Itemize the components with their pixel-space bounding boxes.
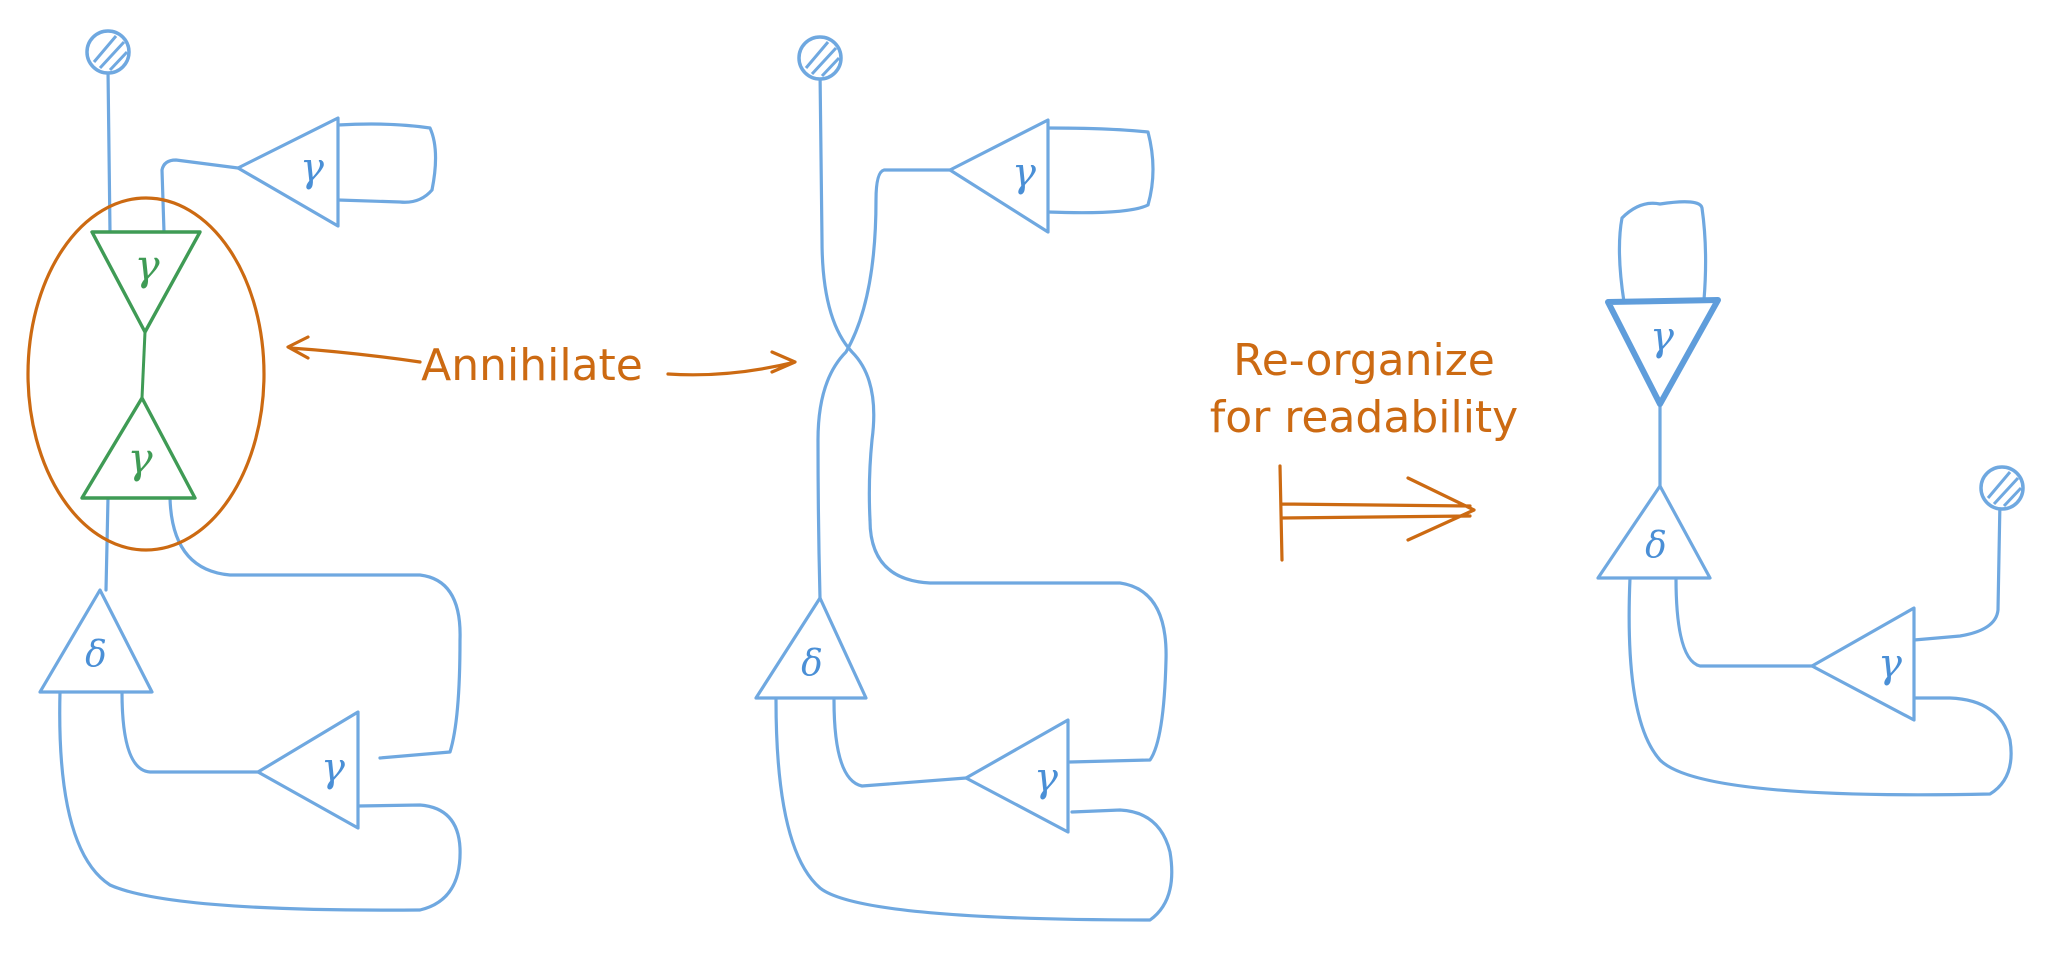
reorganize-label-line1: Re-organize <box>1233 335 1495 386</box>
reorganize-label-line2: for readability <box>1210 392 1518 443</box>
wire-gamma-bottom-to-delta <box>104 496 110 592</box>
gamma-agent-green-bottom <box>80 396 197 500</box>
annihilation-highlight <box>26 196 266 552</box>
annihilate-annotation: Annihilate <box>286 335 797 391</box>
arrow-left <box>286 335 422 364</box>
gamma-symbol: γ <box>300 145 324 191</box>
root-hatch <box>92 35 118 63</box>
root-node <box>797 35 843 81</box>
gamma-symbol: γ <box>1878 641 1902 687</box>
wire-delta-left-to-bottom-loop <box>58 690 462 912</box>
annihilate-label: Annihilate <box>421 340 643 391</box>
root-hatch <box>2002 486 2023 508</box>
gamma-symbol: γ <box>1034 755 1058 801</box>
gamma-agent-upper-right <box>948 118 1050 234</box>
wire-gamma-small-loop <box>1046 126 1155 215</box>
wire-gamma-crossing <box>816 168 952 600</box>
delta-symbol: δ <box>1645 526 1667 567</box>
delta-agent <box>1596 484 1712 580</box>
wire-delta-right-to-gamma <box>1674 576 1814 668</box>
gamma-symbol: γ <box>127 434 153 483</box>
gamma-agent-green-top <box>90 230 202 334</box>
panel-before: γ γ γ δ γ <box>26 29 462 912</box>
gamma-symbol: γ <box>1012 150 1036 196</box>
root-hatch <box>1992 476 2020 506</box>
panel-reorganized: γ δ γ <box>1596 200 2025 797</box>
wire-delta-right-to-gamma-lower <box>120 690 260 774</box>
arrow-right <box>666 350 797 377</box>
delta-symbol: δ <box>85 635 107 676</box>
maps-to-arrow <box>1278 464 1476 562</box>
root-hatch <box>1986 471 2012 499</box>
gamma-symbol: γ <box>1650 314 1674 360</box>
delta-agent <box>754 596 868 700</box>
gamma-symbol: γ <box>321 745 345 791</box>
gamma-agent-lower <box>256 710 360 830</box>
wire-delta-left-to-bottom-loop <box>1627 576 2013 797</box>
wire-delta-left-to-bottom-loop <box>774 698 1174 922</box>
delta-agent <box>38 588 154 694</box>
delta-symbol: δ <box>801 644 823 685</box>
gamma-agent-top <box>1605 297 1721 407</box>
root-hatch <box>820 56 841 78</box>
root-node <box>1979 465 2025 511</box>
wire-right-loop <box>868 518 1168 764</box>
root-hatch <box>108 50 129 72</box>
root-hatch <box>98 40 126 70</box>
root-node <box>85 29 131 75</box>
gamma-agent-lower <box>1810 606 1916 722</box>
gamma-agent-lower <box>964 718 1070 834</box>
reorganize-annotation: Re-organize for readability <box>1210 335 1518 562</box>
wire-root-crossing <box>818 68 876 522</box>
wire-gamma-bottom-to-right-loop <box>168 496 462 760</box>
gamma-agent-upper-right <box>236 116 340 228</box>
wire-delta-right-to-gamma-lower <box>832 698 968 788</box>
root-hatch <box>804 41 830 69</box>
wire-gamma-top-to-gamma-small <box>160 158 240 234</box>
gamma-symbol: γ <box>134 241 160 290</box>
wire-gamma-small-loop <box>336 122 438 204</box>
wire-green-gamma-link <box>140 331 147 399</box>
wire-root-to-gamma <box>1912 498 2002 642</box>
wire-gamma-self-loop <box>1617 200 1708 304</box>
root-hatch <box>810 46 838 76</box>
panel-after-annihilation: γ δ γ <box>754 35 1174 922</box>
